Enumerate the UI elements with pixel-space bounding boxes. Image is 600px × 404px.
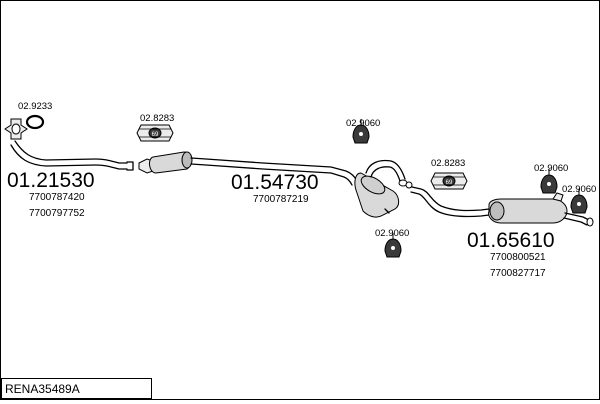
mount-right-a-label: 02.9060: [534, 163, 568, 174]
rear-silencer-code: 01.65610: [467, 229, 555, 252]
mount-right-b[interactable]: [570, 189, 588, 214]
svg-text:69: 69: [152, 132, 159, 138]
gasket-label: 02.9233: [18, 101, 52, 112]
mount-bottom-mid[interactable]: [384, 233, 402, 258]
mount-bottom-mid-label: 02.9060: [375, 228, 409, 239]
clamp-left-label: 02.8283: [140, 113, 174, 124]
rear-silencer-oem-1: 7700800521: [490, 252, 546, 263]
mount-right-b-label: 02.9060: [562, 184, 596, 195]
front-pipe-code: 01.21530: [7, 169, 95, 192]
svg-text:69: 69: [446, 180, 453, 186]
middle-silencer[interactable]: [138, 151, 408, 218]
rear-silencer[interactable]: [405, 181, 594, 227]
mount-top-mid[interactable]: [352, 119, 370, 144]
gasket[interactable]: [25, 114, 45, 130]
reference-box: RENA35489A: [1, 378, 152, 399]
middle-silencer-oem-1: 7700787219: [253, 194, 309, 205]
middle-silencer-code: 01.54730: [231, 171, 319, 194]
mount-right-a[interactable]: [540, 169, 558, 194]
front-pipe-oem-2: 7700797752: [29, 208, 85, 219]
reference-code: RENA35489A: [5, 382, 80, 396]
clamp-left[interactable]: 69: [136, 124, 174, 142]
clamp-right-label: 02.8283: [431, 158, 465, 169]
front-pipe-oem-1: 7700787420: [29, 192, 85, 203]
rear-silencer-oem-2: 7700827717: [490, 268, 546, 279]
front-pipe[interactable]: [4, 118, 134, 171]
mount-top-mid-label: 02.9060: [346, 118, 380, 129]
clamp-right[interactable]: 69: [430, 172, 468, 190]
